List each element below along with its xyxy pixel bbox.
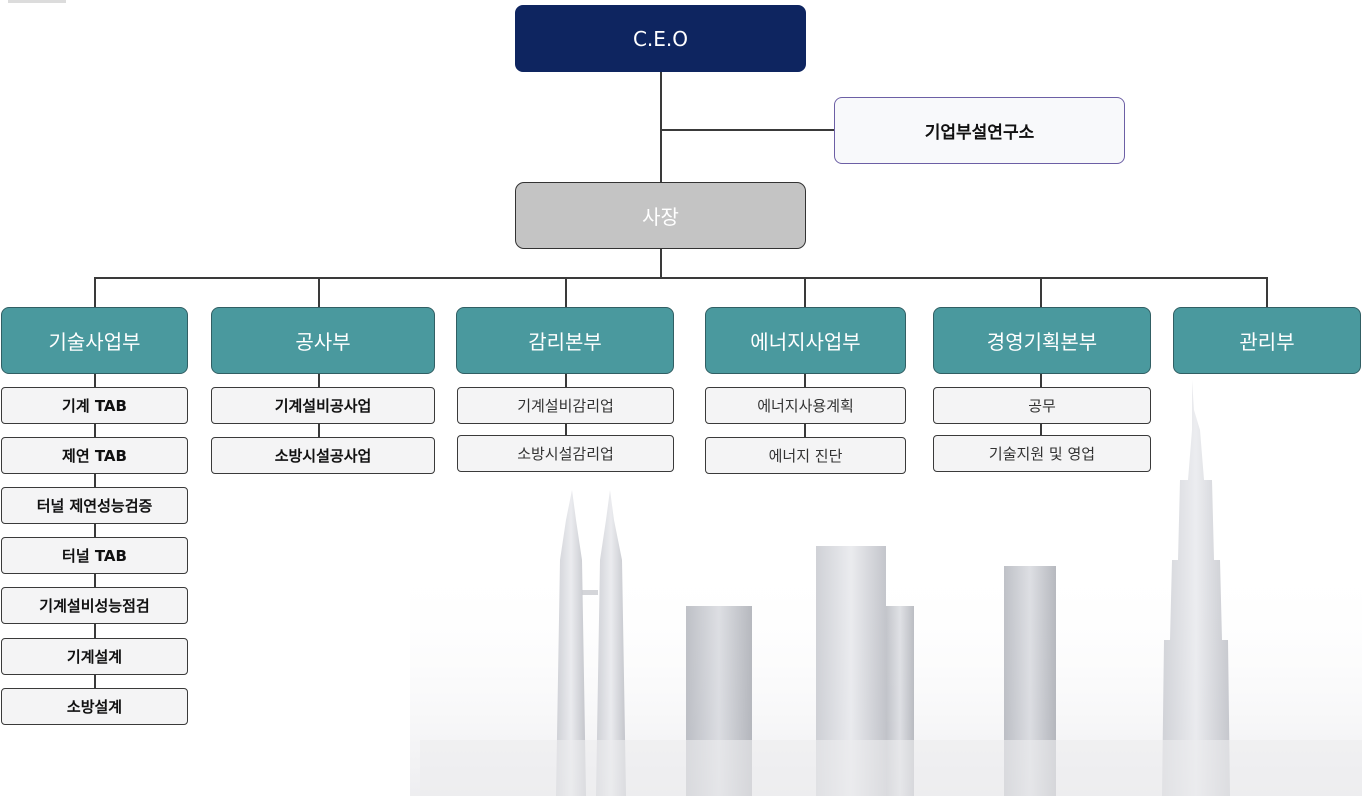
connector-lab [661,129,834,131]
team-item: 기계설계 [1,638,188,675]
team-label: 기계설비공사업 [274,397,372,415]
connector-drop-4 [804,277,806,307]
connector-drop-3 [565,277,567,307]
team-label: 공무 [1028,397,1056,415]
connector-drop-6 [1266,277,1268,307]
connector-drop-2 [318,277,320,307]
department-label: 공사부 [295,330,351,354]
connector-department-bus [94,277,1268,279]
ceo-label: C.E.O [632,26,689,51]
team-item: 소방시설감리업 [457,435,674,472]
department-management: 관리부 [1173,307,1361,374]
team-label: 터널 TAB [62,547,127,565]
team-item: 터널 제연성능검증 [1,487,188,524]
team-label: 기술지원 및 영업 [988,445,1096,463]
department-label: 기술사업부 [48,330,141,354]
team-label: 기계설계 [66,648,123,666]
team-label: 에너지사용계획 [757,397,854,415]
department-construction: 공사부 [211,307,435,374]
team-label: 소방설계 [66,698,123,716]
team-item: 기계설비성능점검 [1,587,188,624]
team-label: 소방시설공사업 [274,447,372,465]
team-label: 기계설비감리업 [517,397,614,415]
team-label: 터널 제연성능검증 [36,497,153,515]
team-item: 기계설비감리업 [457,387,674,424]
team-item: 터널 TAB [1,537,188,574]
connector-drop-5 [1040,277,1042,307]
team-label: 기계설비성능점검 [39,597,150,615]
team-item: 기술지원 및 영업 [933,435,1151,472]
department-label: 에너지사업부 [750,330,861,354]
research-lab-label: 기업부설연구소 [924,123,1035,143]
department-energy: 에너지사업부 [705,307,906,374]
department-technical: 기술사업부 [1,307,188,374]
ceo-box: C.E.O [515,5,806,72]
team-label: 소방시설감리업 [517,445,614,463]
team-label: 기계 TAB [62,397,127,415]
team-item: 기계 TAB [1,387,188,424]
team-item: 제연 TAB [1,437,188,474]
team-item: 소방시설공사업 [211,437,435,474]
connector-president-down [660,248,662,278]
team-item: 에너지 진단 [705,437,906,474]
team-item: 소방설계 [1,688,188,725]
president-label: 사장 [642,205,679,229]
department-label: 감리본부 [528,330,602,354]
team-label: 제연 TAB [62,447,127,465]
research-lab-box: 기업부설연구소 [834,97,1125,164]
connector-drop-1 [94,277,96,307]
president-box: 사장 [515,182,806,249]
team-item: 기계설비공사업 [211,387,435,424]
team-item: 공무 [933,387,1151,424]
connector-ceo-president [660,72,662,184]
top-left-tab-marker [8,0,66,3]
department-label: 관리부 [1239,330,1295,354]
department-label: 경영기획본부 [986,330,1098,354]
team-label: 에너지 진단 [768,447,843,465]
team-item: 에너지사용계획 [705,387,906,424]
department-supervision: 감리본부 [456,307,674,374]
department-planning: 경영기획본부 [933,307,1151,374]
